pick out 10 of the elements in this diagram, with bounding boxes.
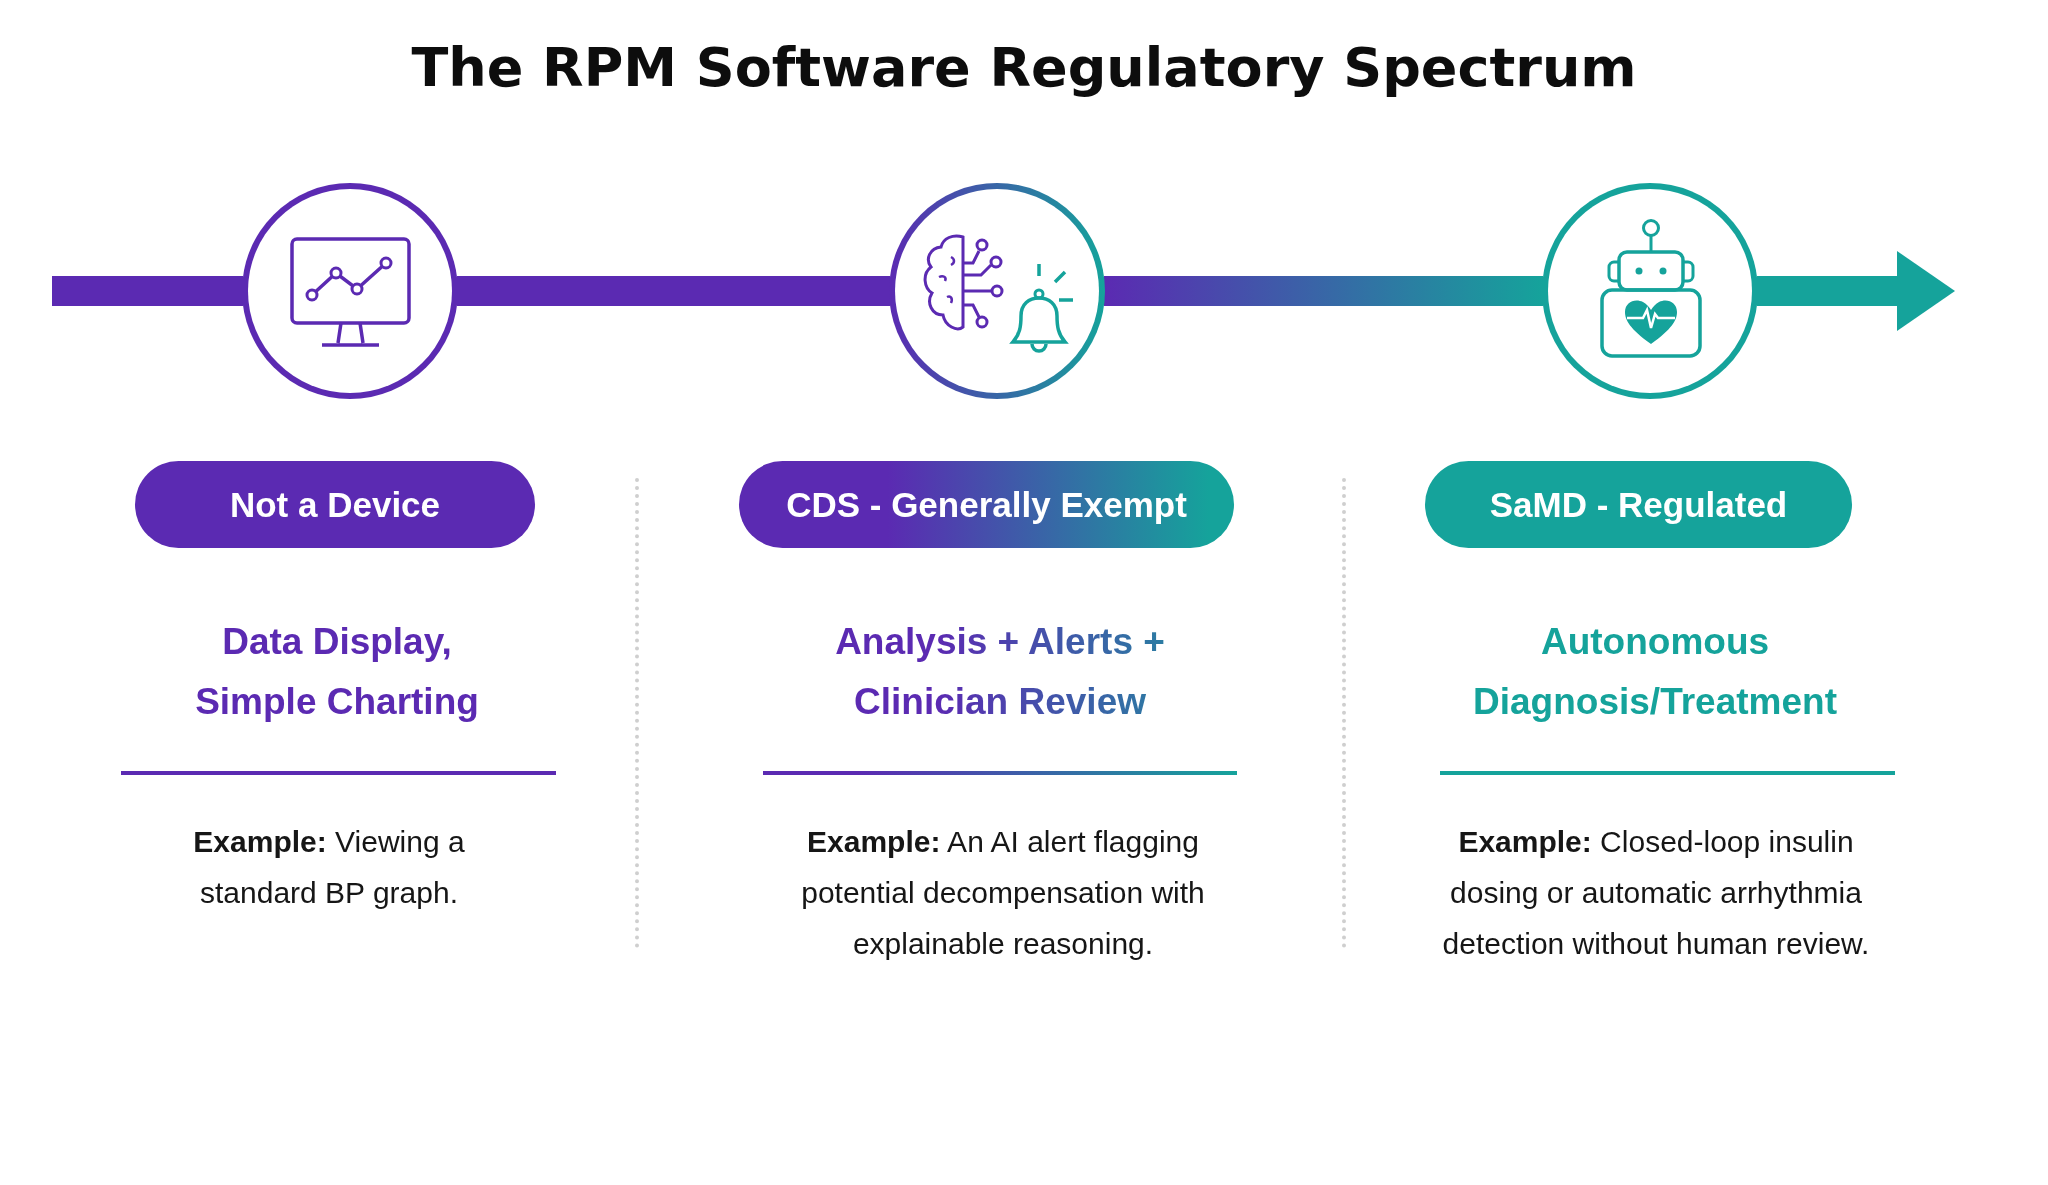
category-pill: CDS - Generally Exempt bbox=[739, 461, 1234, 548]
title: The RPM Software Regulatory Spectrum bbox=[410, 36, 1638, 100]
column-heading: Data Display, Simple Charting bbox=[194, 620, 480, 724]
column-heading: Autonomous Diagnosis/Treatment bbox=[1472, 620, 1838, 724]
example-text: Example: Viewing a standard BP graph. bbox=[192, 824, 466, 911]
category-pill: SaMD - Regulated bbox=[1425, 461, 1852, 548]
example-text: Example: Closed-loop insulin dosing or automatic arrhythmia detection without human review. bbox=[1441, 824, 1871, 962]
arrow-line bbox=[1757, 251, 1955, 331]
example-text: Example: An AI alert flagging potential decompensation with explainable reasoning. bbox=[800, 824, 1206, 962]
category-pill: Not a Device bbox=[135, 461, 535, 548]
